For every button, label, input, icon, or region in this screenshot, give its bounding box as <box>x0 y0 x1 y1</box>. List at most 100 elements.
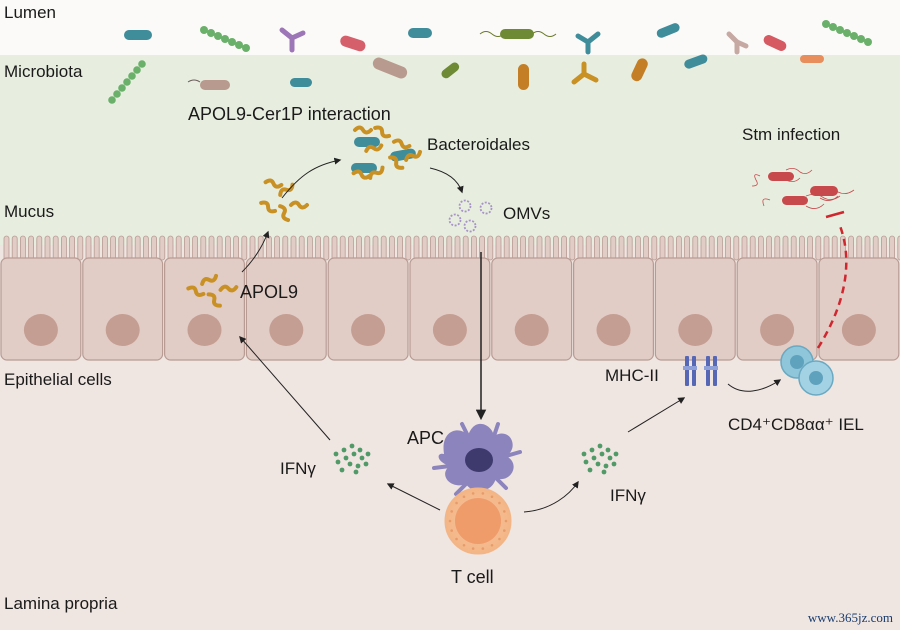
apol9-bound-bacteroidales <box>351 125 423 180</box>
t-cell <box>444 487 512 555</box>
iel-inhibits-stm <box>816 225 848 349</box>
apol9-protein-icon <box>186 285 206 297</box>
nucleus <box>432 314 467 346</box>
y-antibody-icon <box>279 27 306 53</box>
apol9-protein-icon <box>368 165 385 180</box>
ifng-dot-icon <box>583 459 589 465</box>
flagellated-bacterium-icon <box>479 29 557 39</box>
y-antibody-icon <box>575 31 601 55</box>
ifng-dot-icon <box>603 463 609 469</box>
omv-vesicle-icon <box>448 213 462 227</box>
apol9-protein-icon <box>218 284 239 293</box>
omv-vesicles <box>448 199 493 233</box>
apol9-protein-icon <box>259 200 278 214</box>
omv-vesicle-icon <box>479 201 493 215</box>
omvs-label: OMVs <box>503 204 550 223</box>
apol9-protein-icon <box>278 204 291 223</box>
ifng-dot-icon <box>591 455 597 461</box>
arrow-ifng-to-mhc <box>627 397 686 433</box>
y-antibody-icon <box>571 61 599 85</box>
omv-vesicle-icon <box>458 199 472 213</box>
inhibition-bar <box>825 210 845 219</box>
apc-label: APC <box>407 428 444 448</box>
nucleus <box>760 314 795 346</box>
nucleus <box>269 314 304 346</box>
ifng-dot-icon <box>339 467 345 473</box>
ifng-left-dots <box>333 443 371 475</box>
epithelial-cell <box>82 257 164 361</box>
epithelial-cell <box>491 257 573 361</box>
ifng-dot-icon <box>595 461 601 467</box>
epithelial-cell <box>736 257 818 361</box>
lumen-zone <box>0 0 900 55</box>
stm-infection-label: Stm infection <box>742 125 840 144</box>
epithelial-cell <box>327 257 409 361</box>
nucleus <box>678 314 713 346</box>
apol9-protein-icon <box>353 125 373 135</box>
mucus-label: Mucus <box>4 202 54 221</box>
nucleus <box>105 314 140 346</box>
epithelial-cell <box>245 257 327 361</box>
epithelial-cell <box>818 257 900 361</box>
ifng-dot-icon <box>355 463 361 469</box>
omv-vesicle-icon <box>463 219 477 233</box>
arrow-mhc-to-iel <box>727 379 782 392</box>
ifng-dot-icon <box>599 451 605 457</box>
arrow-cell-to-apol9-up <box>241 230 270 273</box>
apol9-protein-icon <box>289 200 309 210</box>
arrow-tcell-to-ifng-left <box>386 483 441 511</box>
ifng-dot-icon <box>343 455 349 461</box>
nucleus <box>514 314 549 346</box>
arrow-apol9-to-bacteria <box>281 157 342 199</box>
ifng-right-dots <box>581 443 619 475</box>
lamina-label: Lamina propria <box>4 594 118 613</box>
microbiota-bacteria <box>108 54 824 104</box>
ifng-dot-icon <box>581 451 587 457</box>
ifng-left-label: IFNγ <box>280 459 316 478</box>
apol9-protein-icon <box>373 125 392 139</box>
apol9-label: APOL9 <box>240 282 298 302</box>
apol9-protein-icon <box>206 292 222 308</box>
ifng-dot-icon <box>357 447 363 453</box>
ifng-dot-icon <box>333 451 339 457</box>
ifng-dot-icon <box>351 451 357 457</box>
ifng-dot-icon <box>607 455 613 461</box>
ifng-dot-icon <box>363 461 369 467</box>
ifng-dot-icon <box>347 461 353 467</box>
nucleus <box>351 314 386 346</box>
t-cell-label: T cell <box>451 567 494 587</box>
ifng-dot-icon <box>341 447 347 453</box>
ifng-dot-icon <box>601 469 607 475</box>
nucleus <box>187 314 222 346</box>
apol9-protein-icon <box>388 155 405 170</box>
apol9-protein-icon <box>364 143 384 153</box>
ifng-dot-icon <box>605 447 611 453</box>
stm-bacteria <box>751 168 855 209</box>
nucleus <box>596 314 631 346</box>
ifng-dot-icon <box>611 461 617 467</box>
epithelial-cell <box>164 257 246 361</box>
ifng-dot-icon <box>349 443 355 449</box>
bacterium-chain-icon <box>200 26 250 52</box>
epithelial-cell <box>0 257 82 361</box>
apol9-cer1p-label: APOL9-Cer1P interaction <box>188 104 391 124</box>
apol9-protein-icon <box>200 273 219 286</box>
epithelial-cell <box>409 257 491 361</box>
iel-label: CD4⁺CD8αα⁺ IEL <box>728 415 864 434</box>
apol9-proteins <box>186 178 309 308</box>
apc-cell <box>432 422 522 496</box>
epithelial-cells <box>0 257 900 361</box>
apol9-protein-icon <box>263 178 284 189</box>
arrow-ifng-to-epithelium <box>239 335 331 441</box>
ifng-dot-icon <box>359 455 365 461</box>
ifng-dot-icon <box>335 459 341 465</box>
nucleus <box>841 314 876 346</box>
microbiota-label: Microbiota <box>4 62 83 81</box>
arrow-tcell-to-ifng-right <box>523 480 579 513</box>
ifng-dot-icon <box>587 467 593 473</box>
arrow-bacteria-to-omv <box>429 167 464 194</box>
iel-cells <box>780 345 834 396</box>
ifng-right-label: IFNγ <box>610 486 646 505</box>
